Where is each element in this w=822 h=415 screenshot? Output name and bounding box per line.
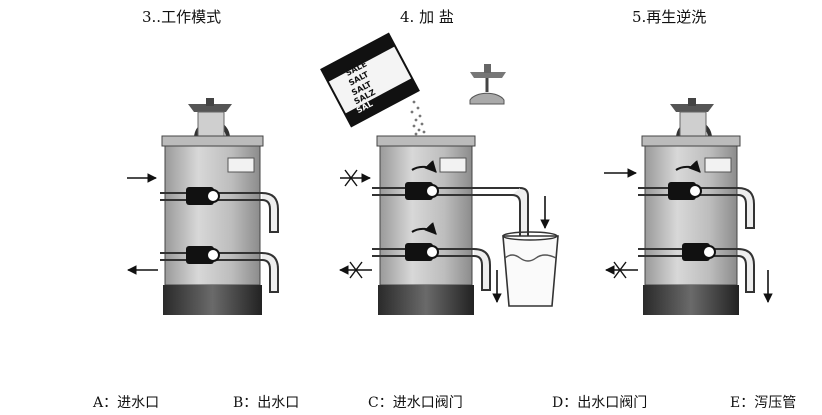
inlet-bend	[261, 192, 279, 233]
tank-base	[163, 285, 262, 315]
title-add-salt: 4. 加 盐	[400, 8, 454, 26]
legend-item-b: B：出水口	[233, 395, 300, 411]
legend-item-e: E：泻压管	[730, 395, 797, 411]
outlet-valve	[682, 243, 716, 261]
blocked-outflow-arrow	[339, 261, 372, 279]
removed-knob	[469, 64, 506, 105]
salt-stream	[410, 100, 426, 139]
rotate-arrow	[411, 221, 437, 235]
inlet-valve	[405, 182, 439, 200]
title-working-mode: 3..工作模式	[142, 8, 222, 26]
blocked-inflow-arrow	[340, 169, 371, 187]
label-window	[704, 157, 732, 173]
tank-lid	[641, 135, 741, 147]
softener-unit-regeneration	[604, 98, 773, 315]
inlet-valve	[186, 187, 220, 205]
tank-lid	[376, 135, 476, 147]
rotate-arrow	[675, 159, 701, 173]
inlet-valve	[668, 182, 702, 200]
title-regeneration: 5.再生逆洗	[632, 8, 707, 26]
tank-base	[643, 285, 739, 315]
legend-item-c: C：进水口阀门	[368, 395, 463, 411]
blocked-outflow-arrow	[605, 261, 638, 279]
top-knob	[670, 98, 714, 139]
softener-unit-add-salt: SALE SALT SALT SALZ SAL	[320, 32, 559, 315]
tank-base	[378, 285, 474, 315]
outlet-valve	[405, 243, 439, 261]
legend-item-d: D：出水口阀门	[552, 395, 648, 411]
rotate-arrow	[411, 159, 437, 173]
salt-bag: SALE SALT SALT SALZ SAL	[320, 32, 420, 128]
tank-lid	[161, 135, 264, 147]
legend: A：进水口 B：出水口 C：进水口阀门 D：出水口阀门 E：泻压管	[0, 392, 822, 414]
legend-item-a: A：进水口	[93, 395, 160, 411]
outlet-bend	[261, 252, 279, 293]
label-window	[439, 157, 467, 173]
top-knob	[188, 98, 232, 139]
label-window	[227, 157, 255, 173]
softener-unit-working	[127, 98, 279, 315]
water-cup	[502, 231, 559, 307]
outlet-valve	[186, 246, 220, 264]
